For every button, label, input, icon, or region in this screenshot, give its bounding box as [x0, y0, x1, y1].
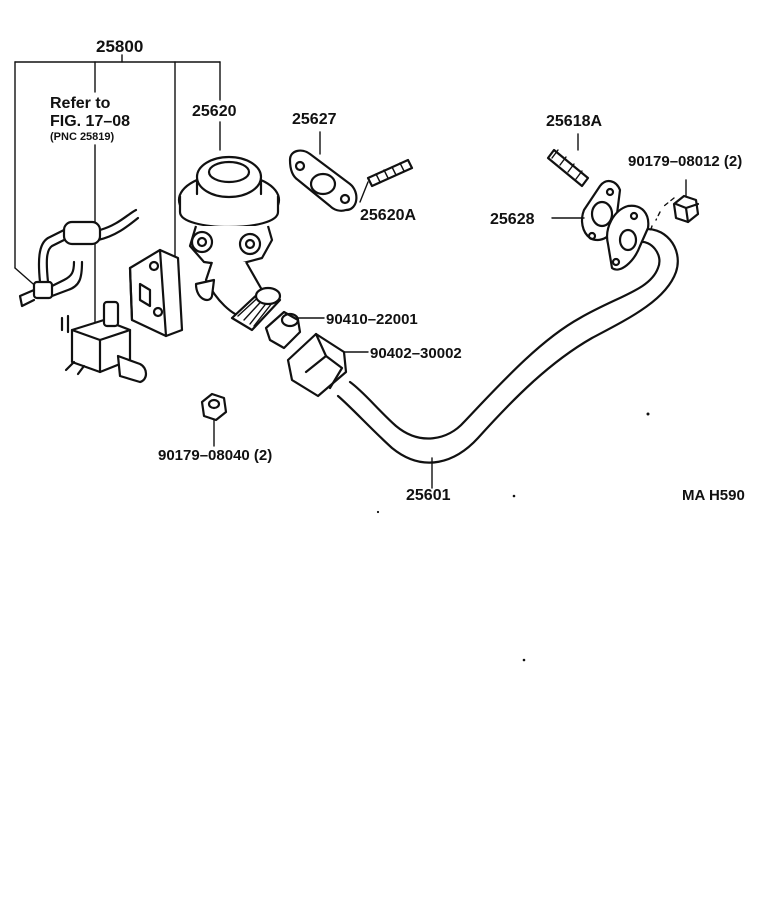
label-90179-08040: 90179–08040 (2): [158, 447, 272, 464]
label-25627: 25627: [292, 111, 337, 128]
egr-valve-25620: [177, 155, 281, 320]
label-refer-line1: Refer to: [50, 95, 111, 112]
label-90179-08012: 90179–08012 (2): [628, 153, 742, 170]
mounting-bracket: [128, 248, 184, 338]
stud-25620a: [359, 158, 414, 203]
label-refer-line2: FIG. 17–08: [50, 113, 130, 130]
egr-outlet-fitting: [230, 286, 282, 332]
label-25620a: 25620A: [360, 207, 416, 224]
label-25618a: 25618A: [546, 113, 602, 130]
label-code: MA H590: [682, 487, 745, 504]
label-25601: 25601: [406, 487, 451, 504]
nut-90179-08040: [200, 392, 228, 447]
nut-90179-08012: [649, 179, 700, 233]
label-90410-22001: 90410–22001: [326, 311, 418, 328]
union-nut-90402-30002: [286, 332, 348, 398]
stud-25618a: [546, 148, 590, 188]
label-25628: 25628: [490, 211, 535, 228]
scan-specks: [376, 412, 650, 662]
vacuum-hose-assembly: [18, 208, 140, 308]
leader-lines: [297, 131, 585, 489]
label-90402-30002: 90402–30002: [370, 345, 462, 362]
sleeve-90410-22001: [264, 310, 302, 350]
label-25800: 25800: [96, 37, 143, 56]
gasket-25627: [288, 149, 358, 212]
label-25620: 25620: [192, 103, 237, 120]
label-refer-line3: (PNC 25819): [50, 131, 115, 143]
vacuum-switching-valve: [60, 300, 148, 384]
egr-pipe-25601: [336, 204, 679, 464]
